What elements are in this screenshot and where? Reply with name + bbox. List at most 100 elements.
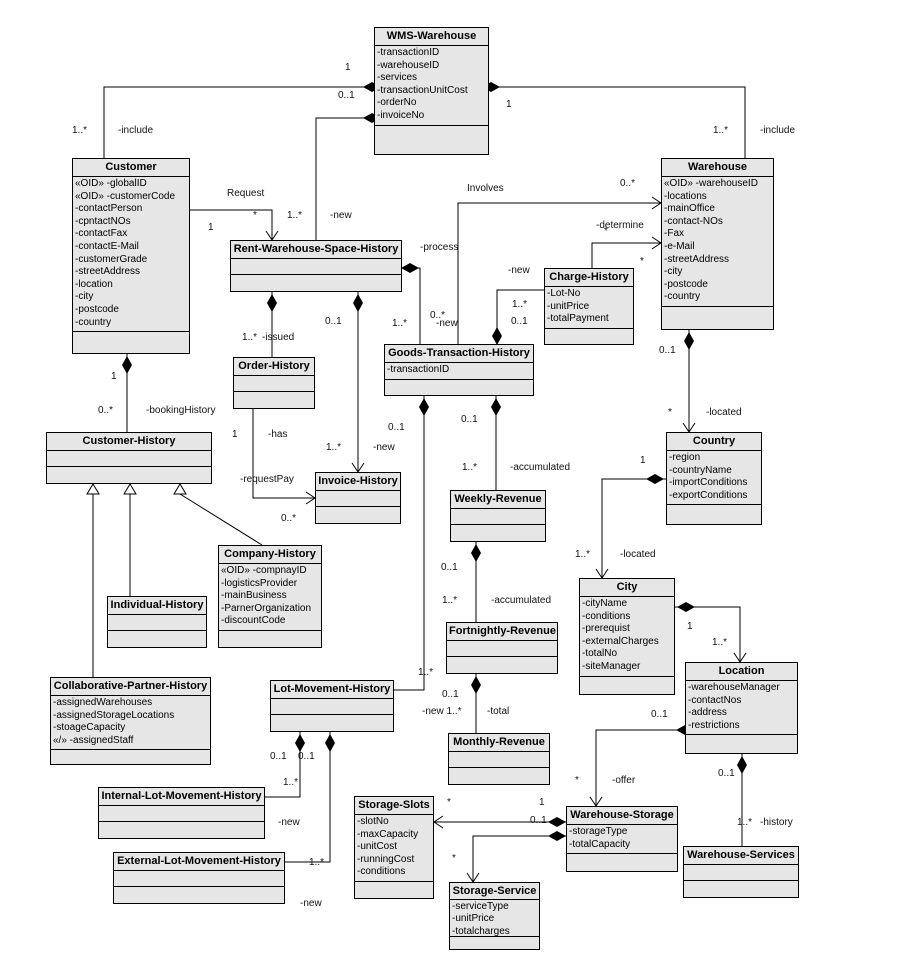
attribute-compartment [684,865,798,881]
class-customer[interactable]: Customer«OID» -globalID«OID» -customerCo… [72,158,190,354]
association-label: -include [118,125,154,136]
class-wms-warehouse[interactable]: WMS-Warehouse-transactionID-warehouseID-… [374,27,489,155]
composition-diamond [684,332,694,350]
class-attribute: «OID» -globalID [75,178,147,189]
association-label: -accumulated [510,462,571,473]
class-fortnightly-revenue[interactable]: Fortnightly-Revenue [446,622,558,674]
class-attribute: -region [669,452,701,463]
association-label: -offer [612,775,636,786]
generalization-triangle [123,483,137,495]
composition-diamond [295,734,305,752]
class-attribute: -serviceType [452,900,509,912]
association-label: 1 [539,797,545,808]
class-goods-transaction-history[interactable]: Goods-Transaction-History-transactionID [384,344,534,396]
class-location[interactable]: Location-warehouseManager-contactNos-add… [685,662,798,754]
class-individual-history[interactable]: Individual-History [107,596,207,648]
association-label: 0..1 [325,316,342,327]
class-country[interactable]: Country-region-countryName-importConditi… [666,432,762,525]
class-lot-movement-history[interactable]: Lot-Movement-History [270,680,394,732]
class-attribute: -cpntactNOs [75,215,131,227]
class-name: Goods-Transaction-History [385,345,533,363]
class-attribute: -prerequist [582,623,630,635]
composition-diamond [737,756,747,774]
association-label: 0..1 [442,689,459,700]
association-label: -accumulated [491,595,552,606]
class-rent-warehouse-space-history[interactable]: Rent-Warehouse-Space-History [230,240,402,292]
class-internal-lot-movement-history[interactable]: Internal-Lot-Movement-History [98,787,265,839]
association-line [285,732,331,863]
class-invoice-history[interactable]: Invoice-History [315,472,401,524]
association-label: 1..* [242,332,258,343]
attribute-compartment: «OID» -globalID«OID» -customerCode-conta… [73,177,189,333]
operation-compartment [114,887,284,903]
operation-compartment [667,505,761,524]
class-company-history[interactable]: Company-History«OID» -compnayID-logistic… [218,545,322,648]
association-label: 1 [345,62,351,73]
class-attribute: -transactionUnitCost [377,84,468,96]
association-label: 1..* [462,462,478,473]
association-line [675,606,741,662]
association-label: 0..1 [388,422,405,433]
class-attribute: -country [664,291,701,303]
attribute-compartment [447,641,557,657]
association-label: 1..* [72,125,88,136]
class-attribute: -stoageCapacity [53,722,126,734]
association-label: 1..* [418,667,434,678]
composition-diamond [401,263,419,273]
association-line [595,729,685,806]
class-attribute: -countryName [669,464,732,476]
class-warehouse[interactable]: Warehouse«OID» -warehouseID-locations-ma… [661,158,774,330]
operation-compartment [375,125,488,154]
association-line [252,409,315,499]
class-attribute: -restrictions [688,719,740,731]
class-collaborative-partner-history[interactable]: Collaborative-Partner-History-assignedWa… [50,677,211,765]
association-label: -has [268,429,288,440]
class-attribute: «OID» -customerCode [75,190,176,202]
operation-compartment [451,525,545,541]
class-attribute: -unitCost [357,841,398,853]
composition-diamond [267,294,277,312]
class-monthly-revenue[interactable]: Monthly-Revenue [448,733,550,785]
attribute-compartment: -transactionID [385,363,533,380]
class-name: Invoice-History [316,473,400,491]
class-city[interactable]: City-cityName-conditions-prerequist-exte… [579,578,675,695]
attribute-compartment [451,509,545,525]
class-order-history[interactable]: Order-History [233,357,315,409]
class-warehouse-storage[interactable]: Warehouse-Storage-storageType-totalCapac… [566,806,678,872]
association-label: 1..* [326,442,342,453]
class-external-lot-movement-history[interactable]: External-Lot-Movement-History [113,852,285,904]
class-name: Monthly-Revenue [449,734,549,752]
class-charge-history[interactable]: Charge-History-Lot-No-unitPrice-totalPay… [544,268,634,345]
class-attribute: -postcode [664,278,708,290]
class-name: Charge-History [545,269,633,287]
class-attribute: -storageType [569,826,628,837]
class-name: WMS-Warehouse [375,28,488,46]
composition-diamond [548,817,566,827]
operation-compartment [108,631,206,647]
composition-diamond [677,602,695,612]
operation-compartment [450,937,539,949]
association-line [402,267,421,344]
association-label: -history [760,817,793,828]
association-line [496,289,544,344]
class-name: External-Lot-Movement-History [114,853,284,871]
class-warehouse-services[interactable]: Warehouse-Services [683,846,799,898]
class-attribute: -city [664,266,683,278]
operation-compartment [47,467,211,483]
class-name: Warehouse-Storage [567,807,677,825]
class-storage-slots[interactable]: Storage-Slots-slotNo-maxCapacity-unitCos… [354,796,434,899]
attribute-compartment: «OID» -compnayID-logisticsProvider-mainB… [219,564,321,631]
class-weekly-revenue[interactable]: Weekly-Revenue [450,490,546,542]
association-line [103,86,374,158]
association-label: -new 1..* [422,706,462,717]
class-storage-service[interactable]: Storage-Service-serviceType-unitPrice-to… [449,882,540,950]
class-name: Order-History [234,358,314,376]
attribute-compartment [316,491,400,507]
association-line [591,242,661,268]
class-customer-history[interactable]: Customer-History [46,432,212,484]
attribute-compartment: «OID» -warehouseID-locations-mainOffice-… [662,177,773,307]
operation-compartment [385,379,533,395]
attribute-compartment: -storageType-totalCapacity [567,825,677,855]
class-attribute: -externalCharges [582,635,659,647]
